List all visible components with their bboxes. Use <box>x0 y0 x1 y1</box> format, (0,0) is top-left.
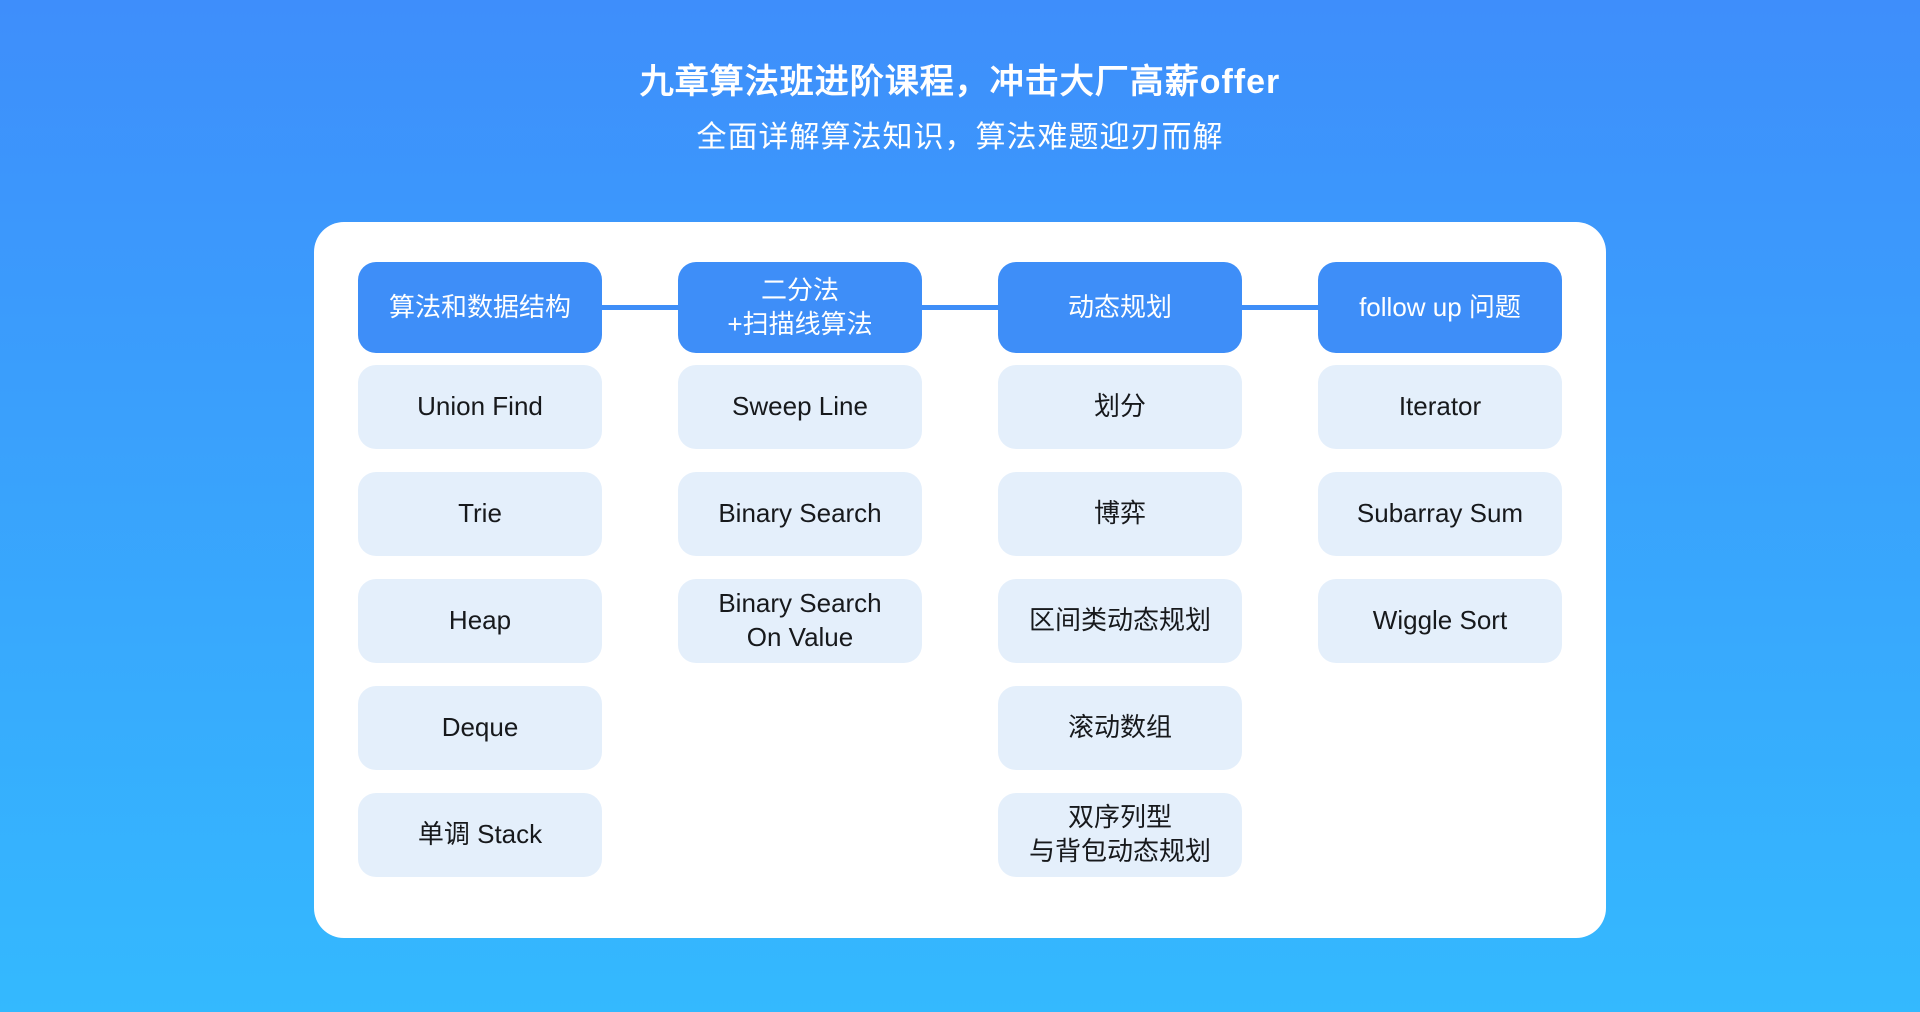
topic-slot: Heap <box>358 567 602 674</box>
category-header[interactable]: 动态规划 <box>998 262 1242 353</box>
topic-slot: 博弈 <box>998 460 1242 567</box>
topic-pill[interactable]: Heap <box>358 578 602 663</box>
connector-line <box>602 305 678 310</box>
category-header[interactable]: 二分法 +扫描线算法 <box>678 262 922 353</box>
topic-pill[interactable]: 单调 Stack <box>358 792 602 877</box>
topic-pill[interactable]: Union Find <box>358 364 602 449</box>
category-header[interactable]: follow up 问题 <box>1318 262 1562 353</box>
topic-pill[interactable]: Deque <box>358 685 602 770</box>
page-subtitle: 全面详解算法知识，算法难题迎刃而解 <box>696 120 1224 154</box>
topic-slot: Union Find <box>358 353 602 460</box>
topic-pill[interactable]: Sweep Line <box>678 364 922 449</box>
topic-pill[interactable]: Trie <box>358 471 602 556</box>
column-3: 动态规划划分博弈区间类动态规划滚动数组双序列型 与背包动态规划 <box>998 262 1242 888</box>
connector-line <box>922 305 998 310</box>
topic-slot: 滚动数组 <box>998 674 1242 781</box>
topic-slot: 划分 <box>998 353 1242 460</box>
topic-pill[interactable]: Wiggle Sort <box>1318 578 1562 663</box>
topic-pill[interactable]: 滚动数组 <box>998 685 1242 770</box>
connector-line <box>1242 305 1318 310</box>
hero-section: 九章算法班进阶课程，冲击大厂高薪offer 全面详解算法知识，算法难题迎刃而解 <box>0 62 1920 156</box>
topic-pill[interactable]: Binary Search <box>678 471 922 556</box>
topic-pill[interactable]: 双序列型 与背包动态规划 <box>998 792 1242 877</box>
topic-slot: Subarray Sum <box>1318 460 1562 567</box>
topic-slot: 双序列型 与背包动态规划 <box>998 781 1242 888</box>
topic-slot: Trie <box>358 460 602 567</box>
topic-slot: Iterator <box>1318 353 1562 460</box>
page-title: 九章算法班进阶课程，冲击大厂高薪offer <box>639 63 1281 101</box>
category-header[interactable]: 算法和数据结构 <box>358 262 602 353</box>
topic-pill[interactable]: Binary Search On Value <box>678 578 922 663</box>
topic-slot: 单调 Stack <box>358 781 602 888</box>
topic-slot: 区间类动态规划 <box>998 567 1242 674</box>
topic-pill[interactable]: Subarray Sum <box>1318 471 1562 556</box>
topic-pill[interactable]: 区间类动态规划 <box>998 578 1242 663</box>
topic-slot: Wiggle Sort <box>1318 567 1562 674</box>
topic-slot: Sweep Line <box>678 353 922 460</box>
topic-pill[interactable]: 划分 <box>998 364 1242 449</box>
topic-pill[interactable]: Iterator <box>1318 364 1562 449</box>
topic-pill[interactable]: 博弈 <box>998 471 1242 556</box>
topic-slot: Binary Search <box>678 460 922 567</box>
topic-slot: Binary Search On Value <box>678 567 922 674</box>
topic-slot: Deque <box>358 674 602 781</box>
